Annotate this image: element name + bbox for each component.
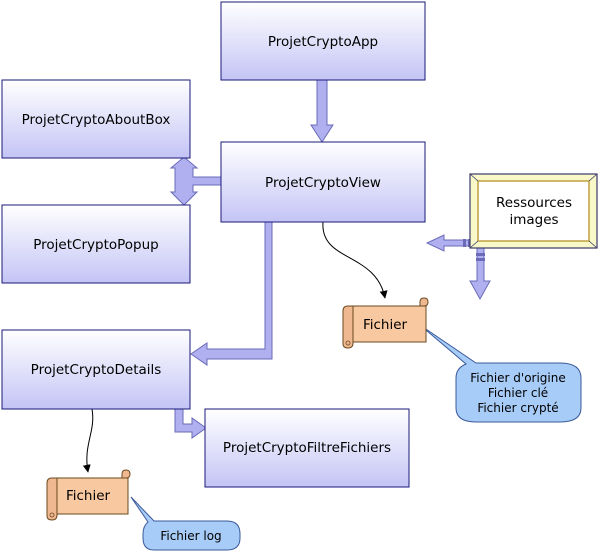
arrow-app-to-view xyxy=(310,79,334,143)
scroll-label: Fichier xyxy=(363,317,408,333)
box-projet-crypto-app[interactable]: ProjetCryptoApp xyxy=(220,1,426,81)
box-label: ProjetCryptoView xyxy=(265,175,381,191)
arrow-view-to-details xyxy=(190,221,273,366)
box-label: ProjetCryptoApp xyxy=(268,34,378,50)
box-projet-crypto-popup[interactable]: ProjetCryptoPopup xyxy=(1,204,191,284)
resources-label-line1: Ressources xyxy=(496,195,572,211)
callout-fichier-log: Fichier log xyxy=(130,496,241,551)
callout-line-crypte: Fichier crypté xyxy=(477,401,558,415)
scroll-label: Fichier xyxy=(66,488,111,504)
callout-log-label: Fichier log xyxy=(160,529,221,543)
box-projet-crypto-about-box[interactable]: ProjetCryptoAboutBox xyxy=(1,79,191,159)
arrow-details-to-filtre xyxy=(174,408,207,439)
arrow-resources-down-tick xyxy=(476,253,485,256)
arrow-resources-left-tick xyxy=(463,239,466,247)
resources-images-frame[interactable]: Ressources images xyxy=(469,173,598,249)
box-projet-crypto-filtre-fichiers[interactable]: ProjetCryptoFiltreFichiers xyxy=(204,408,410,488)
box-label: ProjetCryptoPopup xyxy=(33,237,158,253)
box-projet-crypto-view[interactable]: ProjetCryptoView xyxy=(220,141,426,223)
box-projet-crypto-details[interactable]: ProjetCryptoDetails xyxy=(1,329,191,410)
box-label: ProjetCryptoFiltreFichiers xyxy=(223,440,391,456)
resources-label-line2: images xyxy=(509,212,558,228)
box-label: ProjetCryptoDetails xyxy=(31,362,162,378)
box-label: ProjetCryptoAboutBox xyxy=(22,112,171,128)
scroll-fichier-log[interactable]: Fichier xyxy=(46,469,131,521)
scroll-fichier-main[interactable]: Fichier xyxy=(342,297,429,349)
callout-fichier-contents: Fichier d'origine Fichier clé Fichier cr… xyxy=(419,324,582,423)
arrow-view-about-popup xyxy=(169,156,222,206)
callout-line-origine: Fichier d'origine xyxy=(470,371,566,385)
callout-line-cle: Fichier clé xyxy=(488,386,548,400)
arrow-resources-left xyxy=(425,234,473,252)
curve-details-to-fichier xyxy=(82,408,94,473)
arrow-resources-down-tick xyxy=(476,258,485,261)
curve-view-to-fichier xyxy=(322,221,388,299)
